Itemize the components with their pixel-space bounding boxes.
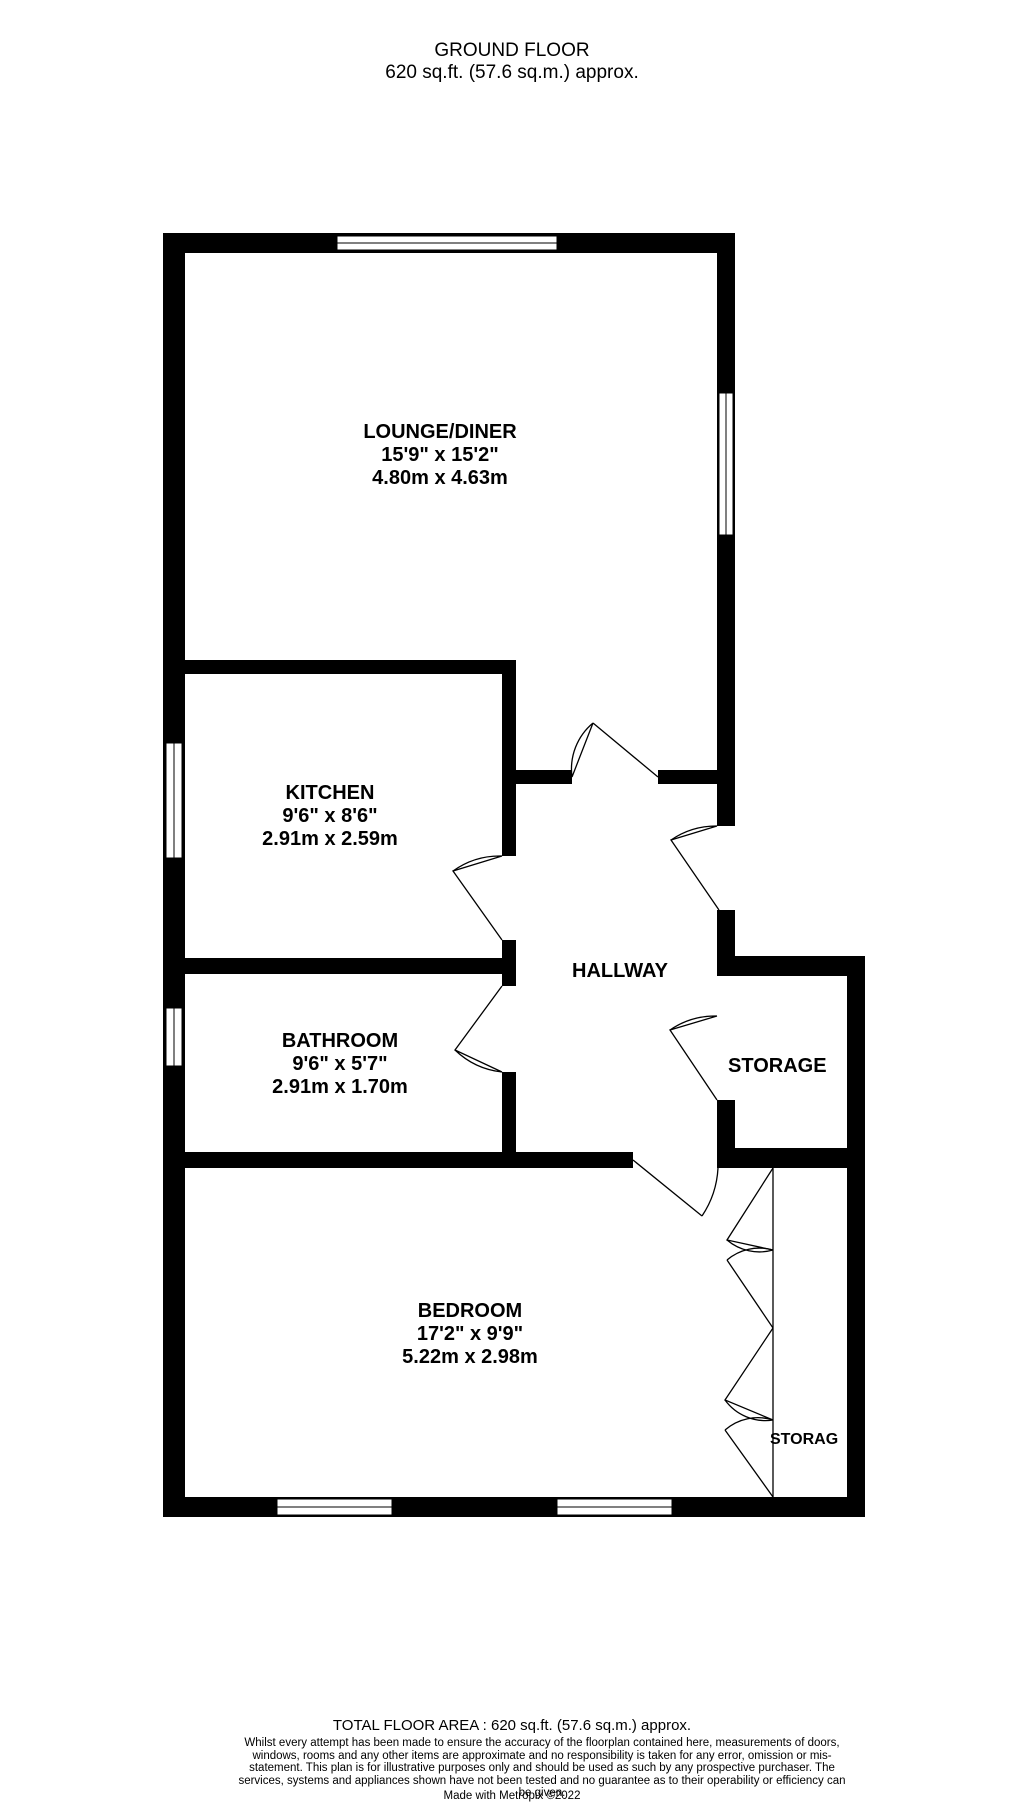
door-bedroom: [632, 1159, 719, 1217]
room-size-metric: 4.80m x 4.63m: [372, 467, 508, 489]
doors: [451, 722, 774, 1498]
wall-kitchen-top: [163, 660, 516, 674]
wall-bath-bottom: [163, 1152, 633, 1168]
room-label-lounge: LOUNGE/DINER 15'9" x 15'2" 4.80m x 4.63m: [340, 421, 540, 490]
wall-kitchen-bottom: [163, 958, 516, 974]
door-wardrobe-bottom: [724, 1417, 774, 1498]
door-storage: [668, 1015, 718, 1101]
disclaimer-text: Whilst every attempt has been made to en…: [238, 1737, 846, 1800]
wall-bath-right-lower: [502, 1072, 516, 1160]
room-name: LOUNGE/DINER: [363, 421, 517, 443]
room-label-wardrobe-storage: STORAG: [770, 1428, 838, 1451]
wall-bath-right-upper: [502, 958, 516, 986]
room-label-hallway: HALLWAY: [545, 960, 695, 983]
door-wardrobe-lower: [724, 1327, 774, 1422]
plan-area: 620 sq.ft. (57.6 sq.m.) approx.: [385, 62, 639, 83]
room-size-metric: 5.22m x 2.98m: [402, 1346, 538, 1368]
window-bedroom-right: [556, 1498, 673, 1516]
door-wardrobe-upper: [725, 1167, 774, 1253]
room-size-metric: 2.91m x 1.70m: [272, 1076, 408, 1098]
room-label-storage: STORAGE: [728, 1055, 848, 1078]
window-bedroom-left: [276, 1498, 393, 1516]
room-size-imperial: 9'6" x 8'6": [282, 805, 378, 827]
room-name: STORAGE: [728, 1055, 827, 1077]
windows: [165, 235, 734, 1516]
wall-storage-top: [717, 956, 865, 976]
door-kitchen: [451, 855, 503, 941]
room-size-imperial: 15'9" x 15'2": [381, 444, 499, 466]
wall-hall-top-left: [502, 770, 572, 784]
room-size-imperial: 17'2" x 9'9": [416, 1323, 524, 1345]
walls: [163, 233, 865, 1517]
wall-kitchen-right-upper: [502, 660, 516, 856]
plan-title: GROUND FLOOR: [434, 40, 590, 61]
wall-hall-right-mid: [717, 910, 735, 966]
door-entrance: [669, 825, 720, 911]
room-name: BATHROOM: [281, 1030, 399, 1052]
room-name: BEDROOM: [417, 1300, 523, 1322]
made-with-credit: Made with Metropix ©2022: [443, 1790, 581, 1802]
wall-storage-right: [847, 956, 865, 1517]
room-name: HALLWAY: [572, 960, 668, 982]
wall-hall-top-right: [658, 770, 735, 784]
room-label-bedroom: BEDROOM 17'2" x 9'9" 5.22m x 2.98m: [370, 1300, 570, 1369]
wall-left: [163, 233, 185, 1517]
wall-wardrobe-top: [752, 1154, 865, 1168]
door-wardrobe-mid: [726, 1247, 774, 1329]
total-floor-area: TOTAL FLOOR AREA : 620 sq.ft. (57.6 sq.m…: [332, 1717, 692, 1734]
room-name: STORAG: [770, 1431, 839, 1448]
wall-bottom: [163, 1497, 865, 1517]
window-kitchen-left: [165, 742, 183, 859]
door-lounge: [570, 722, 659, 778]
window-lounge-right: [718, 392, 734, 536]
room-size-imperial: 9'6" x 5'7": [292, 1053, 388, 1075]
room-name: KITCHEN: [285, 782, 375, 804]
room-label-kitchen: KITCHEN 9'6" x 8'6" 2.91m x 2.59m: [230, 782, 430, 851]
room-label-bathroom: BATHROOM 9'6" x 5'7" 2.91m x 1.70m: [240, 1030, 440, 1099]
door-bathroom: [454, 985, 503, 1073]
room-size-metric: 2.91m x 2.59m: [262, 828, 398, 850]
window-bathroom-left: [165, 1007, 183, 1067]
window-lounge-top: [336, 235, 558, 251]
